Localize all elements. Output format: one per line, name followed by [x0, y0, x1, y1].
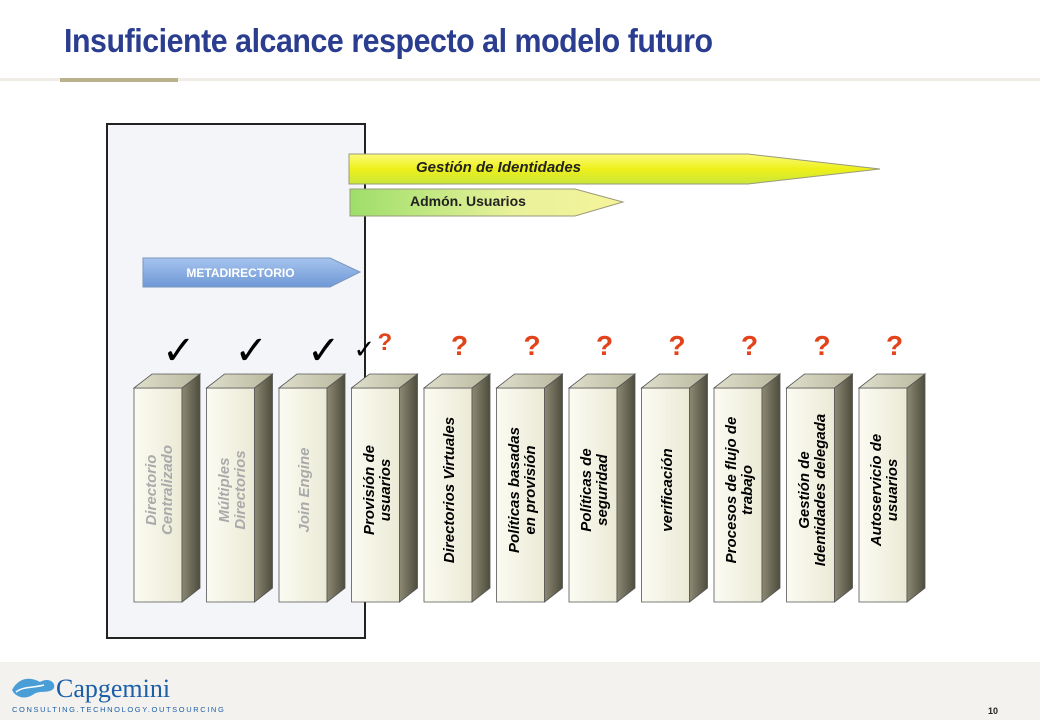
pillar-label-line2: usuarios	[884, 458, 901, 522]
pillar-top	[350, 373, 419, 389]
pillar-label-line2: Centralizado	[159, 445, 176, 536]
question-icon: ?	[523, 330, 541, 361]
metadirectorio-arrow	[142, 257, 362, 288]
pillar-top	[712, 373, 782, 389]
pillar-label-line1: Procesos de flujo de	[723, 416, 740, 564]
pillar-label-line1: Gestión de	[795, 451, 813, 529]
pillar-group	[132, 373, 927, 603]
pillar-label-line2: Identidades delegada	[811, 413, 829, 567]
pillar-side	[399, 373, 418, 603]
capgemini-logo-icon	[12, 678, 55, 698]
pillar-top	[785, 373, 854, 389]
pillar-label: verificación	[648, 395, 688, 585]
pillar-side	[761, 373, 781, 603]
admon-usuarios-arrow	[349, 188, 625, 217]
pillar-side	[326, 373, 346, 603]
gestion-identidades-label: Gestión de Identidades	[416, 159, 582, 176]
pillar-top	[640, 373, 709, 389]
question-icon: ?	[741, 330, 759, 361]
title-accent-bar	[60, 78, 178, 82]
pillar-label-line2: Directorios	[231, 450, 249, 530]
pillar-label-line2: seguridad	[594, 454, 611, 526]
pillar-label-line1: Políticas basadas	[505, 427, 523, 553]
pillar-top	[422, 373, 492, 389]
question-icon: ?	[813, 330, 831, 361]
check-icon: ✓	[307, 328, 341, 374]
pillar-top	[277, 373, 347, 389]
pillar-side	[689, 373, 708, 603]
check-icon: ✓	[162, 328, 196, 374]
title-divider	[0, 78, 1040, 81]
pillar-label: Join Engine	[285, 395, 325, 585]
check-icon: ✓	[353, 335, 376, 365]
pillar-label-line1: Autoservicio de	[868, 433, 885, 547]
pillar-side	[254, 373, 273, 603]
pillar-top	[857, 373, 927, 389]
brand-name: Capgemini	[56, 674, 171, 703]
check-icon: ✓	[234, 328, 269, 374]
pillar-side	[181, 373, 201, 603]
gestion-identidades-arrow	[348, 153, 881, 185]
pillar-label-line2: usuarios	[376, 458, 394, 522]
pillar-label-line1: Directorios Virtuales	[441, 416, 458, 564]
pillar-side	[834, 373, 853, 603]
pillar-top	[495, 373, 564, 389]
pillar-side	[471, 373, 491, 603]
page-title: Insuficiente alcance respecto al modelo …	[64, 22, 713, 59]
question-icon: ?	[377, 329, 393, 356]
question-icon: ?	[451, 330, 469, 361]
pillar-label-line1: verificación	[658, 448, 676, 532]
pillar-top	[567, 373, 637, 389]
pillar-label-line2: trabajo	[739, 465, 756, 516]
pillar-label-line2: en provisión	[521, 445, 539, 535]
brand-tagline: CONSULTING.TECHNOLOGY.OUTSOURCING	[12, 705, 226, 714]
metadirectorio-label: METADIRECTORIO	[186, 266, 295, 280]
question-icon: ?	[886, 330, 904, 361]
pillar-label: Directorios Virtuales	[430, 395, 470, 585]
admon-usuarios-label: Admón. Usuarios	[410, 193, 526, 209]
question-icon: ?	[596, 330, 614, 361]
pillar-label-line1: Múltiples	[215, 457, 233, 523]
pillar-label-line1: Directorio	[143, 454, 160, 526]
pillar-side	[544, 373, 563, 603]
question-icon: ?	[668, 330, 686, 361]
pillar-label-line1: Provisión de	[360, 444, 378, 536]
pillar-side	[906, 373, 926, 603]
pillar-label-line1: Políticas de	[578, 448, 595, 532]
page-number: 10	[988, 706, 999, 716]
pillar-top	[132, 373, 202, 389]
pillar-side	[616, 373, 636, 603]
pillar-label-line1: Join Engine	[296, 447, 313, 533]
pillar-top	[205, 373, 274, 389]
footer-band	[0, 662, 1040, 720]
